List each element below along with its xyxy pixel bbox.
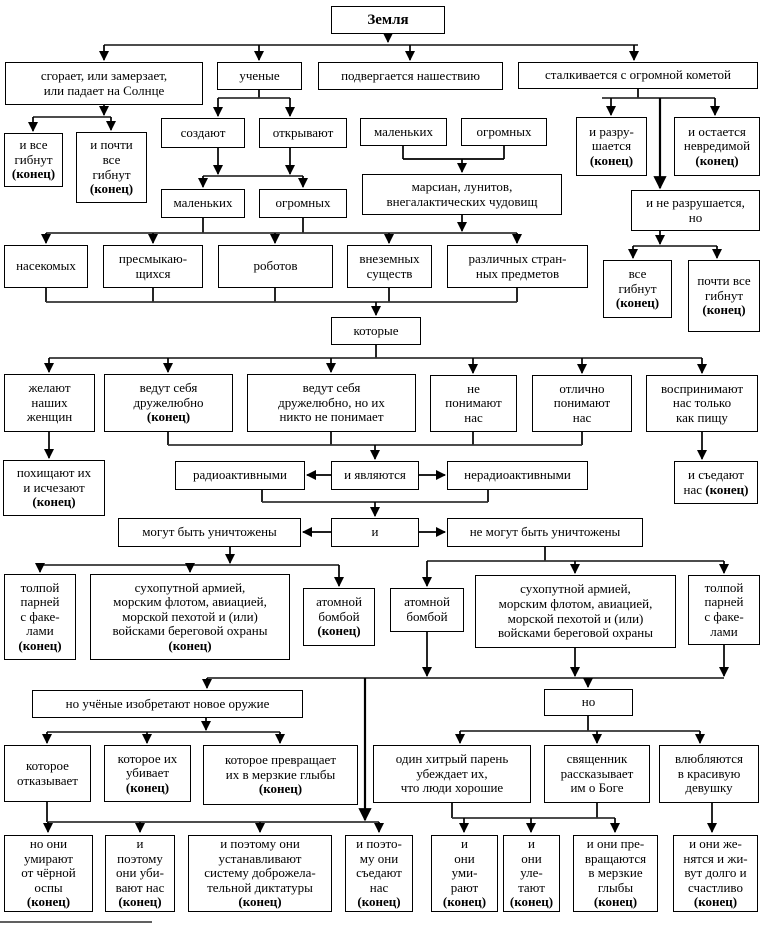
- node-insects: насекомых: [4, 245, 88, 288]
- node-and-are: и являются: [331, 461, 419, 490]
- node-scientists: ученые: [217, 62, 302, 90]
- node-not-destroyed: и не разрушается,но: [631, 190, 760, 231]
- node-huge-invaders: огромных: [461, 118, 547, 146]
- node-create: создают: [161, 118, 245, 148]
- node-burns: сгорает, или замерзает,или падает на Сол…: [5, 62, 203, 105]
- node-can-be-destroyed: могут быть уничтожены: [118, 518, 301, 547]
- node-army-2: сухопутной армией,морским флотом, авиаци…: [475, 575, 676, 648]
- node-radioactive: радиоактивными: [175, 461, 305, 490]
- node-cannot-be-destroyed: не могут быть уничтожены: [447, 518, 643, 547]
- node-earth-destroyed: и разру-шается(конец): [576, 117, 647, 176]
- node-and: и: [331, 518, 419, 547]
- node-discover: открывают: [259, 118, 347, 148]
- node-martians: марсиан, лунитов,внегалактических чудови…: [362, 174, 562, 215]
- node-new-weapon: но учёные изобретают новое оружие: [32, 690, 303, 718]
- node-army-end: сухопутной армией,морским флотом, авиаци…: [90, 574, 290, 660]
- node-strange-objects: различных стран-ных предметов: [447, 245, 588, 288]
- node-invasion: подвергается нашествию: [318, 62, 503, 90]
- node-nonradioactive: нерадиоактивными: [447, 461, 588, 490]
- node-earth: Земля: [331, 6, 445, 34]
- node-comet: сталкивается с огромной кометой: [518, 62, 758, 89]
- node-huge-created: огромных: [259, 189, 347, 218]
- node-robots: роботов: [218, 245, 333, 288]
- node-small-invaders: маленьких: [360, 118, 447, 146]
- node-which: которые: [331, 317, 421, 345]
- node-reptiles: пресмыкаю-щихся: [103, 245, 203, 288]
- node-small-created: маленьких: [161, 189, 245, 218]
- node-but: но: [544, 689, 633, 716]
